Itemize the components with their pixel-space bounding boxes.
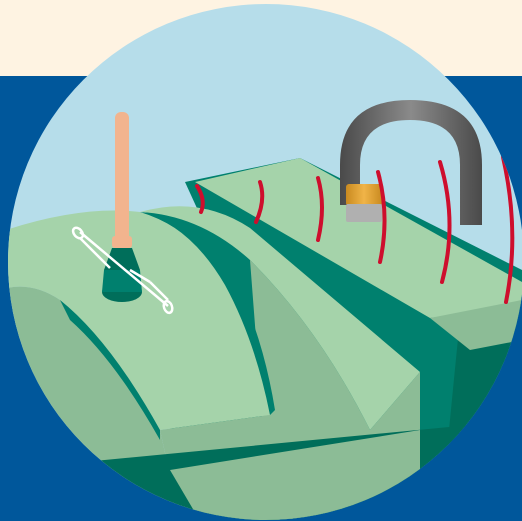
vibration-wave-icon [195,184,205,214]
vibration-wave-icon [501,155,515,304]
slab-end-top [430,300,522,350]
vibration-waves [195,155,515,304]
base-floor-front [170,430,420,520]
middle-slab-top [140,206,420,430]
vibration-wave-icon [254,180,265,224]
vibration-wave-icon [438,160,452,284]
front-slab-edge [60,300,160,440]
pipe-icon [340,100,482,225]
vibration-wave-icon [376,170,387,264]
vibration-wave-icon [316,176,324,242]
pipe-clamp [346,184,382,206]
sensor-rod-icon [115,112,129,242]
sensor-rod-collar [112,236,132,248]
sensor-funnel [104,248,140,270]
sensor-wires [71,226,174,315]
groove-shadow [140,212,275,415]
rear-slab-top [195,158,522,318]
pipe-clamp-base [346,204,382,222]
front-slab-top [8,210,270,430]
